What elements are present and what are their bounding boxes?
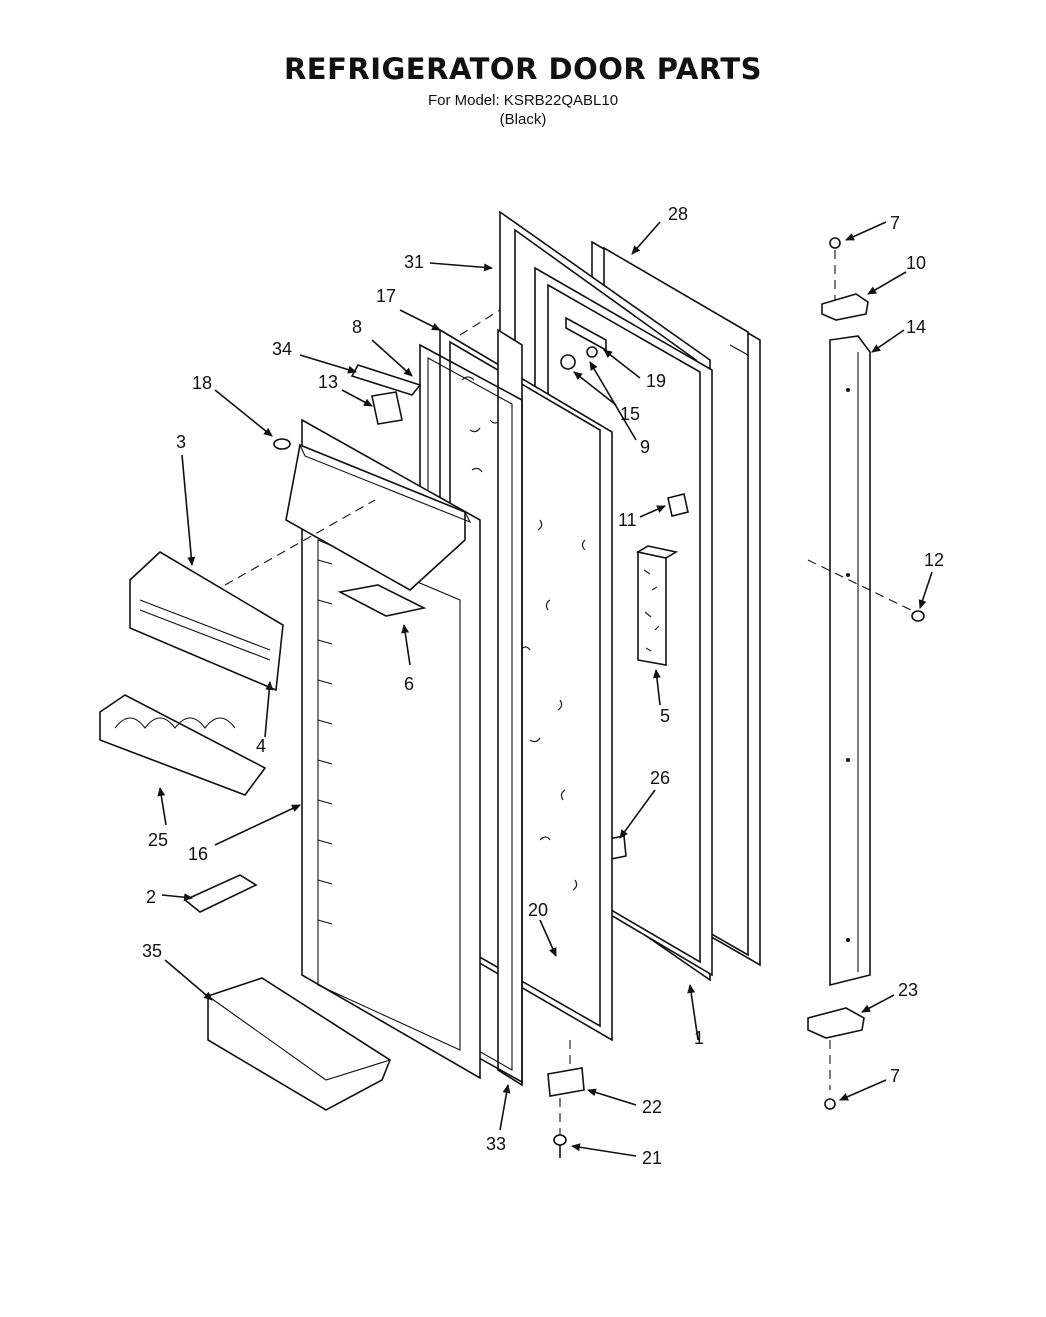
bottom-hinge xyxy=(807,1007,865,1039)
shelf-cover xyxy=(129,551,284,692)
screw-22 xyxy=(553,1134,567,1158)
leader-arrows xyxy=(157,221,933,1157)
insulation-block xyxy=(635,545,679,666)
callout-22: 21 xyxy=(642,1148,662,1168)
callout-10: 10 xyxy=(906,253,926,273)
bracket-2 xyxy=(183,874,258,913)
callout-21: 20 xyxy=(528,900,548,920)
callout-8: 8 xyxy=(352,317,362,337)
model-number: For Model: KSRB22QABL10 xyxy=(427,92,619,109)
callout-16: 23 xyxy=(898,980,918,1000)
callout-1: 1 xyxy=(694,1028,704,1048)
callout-17: 16 xyxy=(188,844,208,864)
clip-11 xyxy=(667,493,689,517)
screw-12 xyxy=(807,559,925,622)
callout-20: 19 xyxy=(646,371,666,391)
callout-3: 3 xyxy=(176,432,186,452)
callout-28: 28 xyxy=(668,204,688,224)
callout-4: 4 xyxy=(256,736,266,756)
door-handle xyxy=(829,335,871,987)
top-bin xyxy=(285,443,472,591)
callout-13: 13 xyxy=(318,372,338,392)
callout-12: 12 xyxy=(924,550,944,570)
callout-11: 11 xyxy=(618,510,637,530)
callout-31: 31 xyxy=(404,252,424,272)
callout-14: 14 xyxy=(906,317,926,337)
callout-35: 35 xyxy=(142,941,162,961)
side-strip xyxy=(497,328,523,1087)
hinge-hardware xyxy=(560,316,607,370)
callout-23: 22 xyxy=(642,1097,662,1117)
foam-insulation xyxy=(439,328,613,1042)
callout-25: 25 xyxy=(148,830,168,850)
callout-18: 17 xyxy=(376,286,396,306)
small-tray xyxy=(337,584,427,617)
callout-34: 34 xyxy=(272,339,292,359)
screw-7-top xyxy=(829,237,841,300)
hinge-bracket-23 xyxy=(547,1067,585,1097)
callout-6: 6 xyxy=(404,674,414,694)
top-hinge xyxy=(821,293,869,321)
egg-tray xyxy=(99,694,267,796)
callout-5: 5 xyxy=(660,706,670,726)
screw-7-bottom xyxy=(824,1040,836,1110)
door-bin xyxy=(206,977,392,1111)
color-variant: (Black) xyxy=(499,111,547,128)
callout-15: 15 xyxy=(620,404,640,424)
screw-19 xyxy=(273,438,291,450)
callout-9: 9 xyxy=(640,437,650,457)
page-title: REFRIGERATOR DOOR PARTS xyxy=(283,52,763,86)
spacer-13 xyxy=(371,391,403,425)
callout-7-top: 7 xyxy=(890,213,900,233)
callout-33: 33 xyxy=(486,1134,506,1154)
callout-7-bottom: 7 xyxy=(890,1066,900,1086)
callout-labels: 31 28 17 8 34 13 18 3 4 6 25 16 2 35 19 … xyxy=(142,204,944,1168)
callout-2: 2 xyxy=(146,887,156,907)
callout-26: 26 xyxy=(650,768,670,788)
assembly-guides xyxy=(224,309,571,1135)
callout-19: 18 xyxy=(192,373,212,393)
top-trim-34 xyxy=(350,364,422,396)
